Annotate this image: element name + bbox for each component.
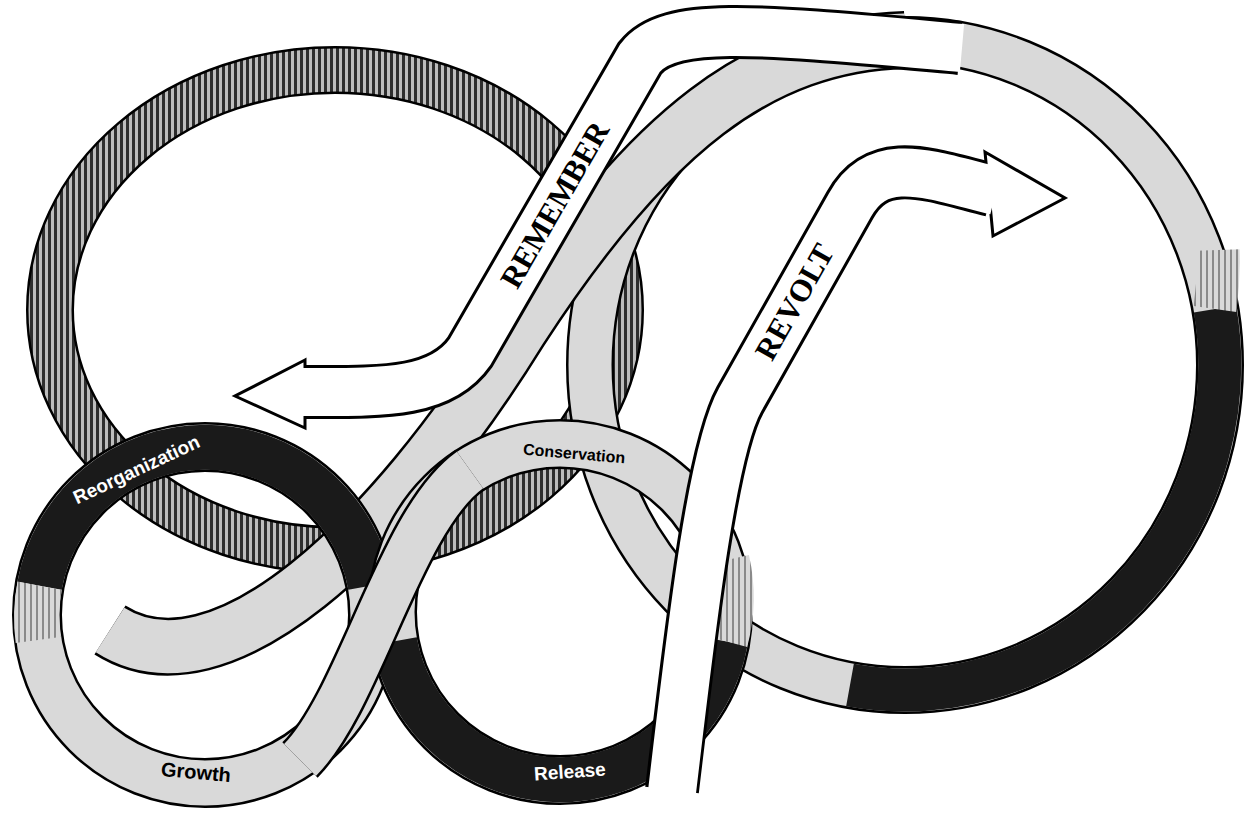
small-crossing-band [300, 470, 470, 760]
revolt-arrowhead [985, 152, 1065, 236]
big-crossing-outline [110, 40, 905, 647]
reorganization-arc [40, 447, 371, 586]
small-crossing-outline [300, 470, 470, 760]
remember-arrowhead [235, 360, 305, 428]
big-crossing-band [110, 40, 905, 647]
ring-shade [37, 586, 40, 640]
big-loop-shade [1215, 250, 1218, 309]
revolt-arrow [672, 172, 996, 792]
big-loop-dark-arc [850, 309, 1220, 690]
